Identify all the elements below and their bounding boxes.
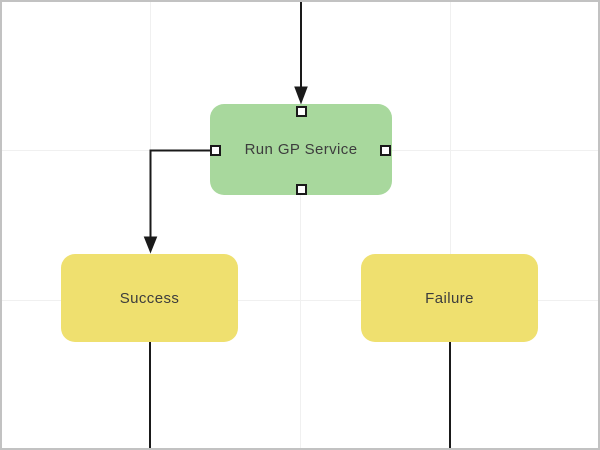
node-label: Run GP Service [244, 141, 358, 158]
connector-arrowhead [294, 86, 308, 105]
selection-handle-right[interactable] [380, 145, 391, 156]
node-failure[interactable]: Failure [361, 254, 538, 342]
connector-run-gp-service-to-success[interactable] [149, 149, 211, 241]
node-run-gp-service[interactable]: Run GP Service [210, 104, 392, 195]
node-success[interactable]: Success [61, 254, 238, 342]
node-label: Failure [425, 289, 474, 307]
selection-handle-top[interactable] [295, 106, 307, 117]
selection-handle-left[interactable] [210, 145, 221, 156]
connector-arrowhead [143, 236, 158, 254]
selection-handle-bottom[interactable] [295, 184, 307, 195]
node-label: Success [119, 289, 180, 307]
